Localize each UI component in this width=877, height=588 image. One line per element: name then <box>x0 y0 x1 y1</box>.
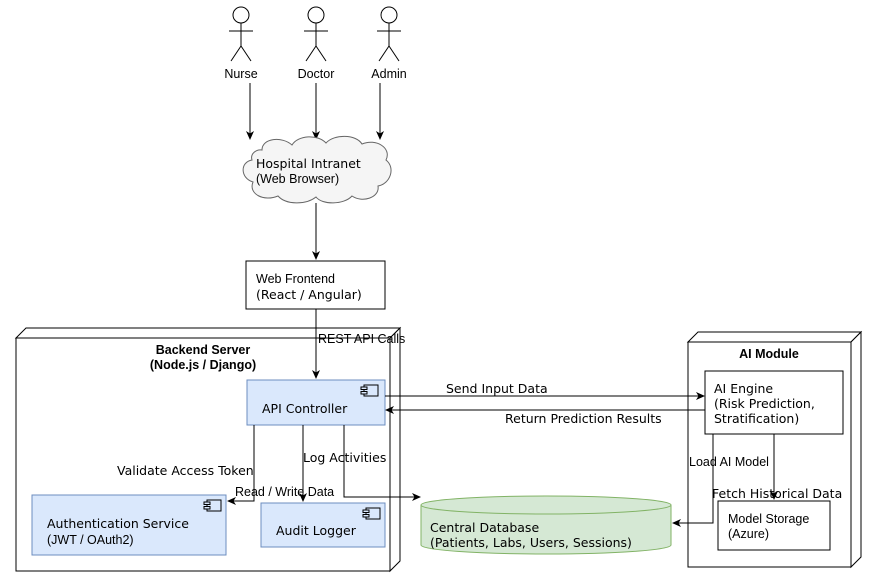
intranet-title: Hospital Intranet <box>256 156 361 171</box>
model-storage-subtitle: (Azure) <box>728 527 769 541</box>
read-write-arrow <box>343 425 421 501</box>
nurse-actor <box>229 6 253 62</box>
doctor-label: Doctor <box>298 67 335 81</box>
backend-subtitle: (Node.js / Django) <box>150 358 256 372</box>
api-controller-component-icon <box>360 384 379 397</box>
model-storage-title: Model Storage <box>728 512 809 526</box>
doctor-actor <box>304 6 328 62</box>
ai-engine-box <box>704 370 844 435</box>
send-input-label: Send Input Data <box>446 381 548 396</box>
load-model-arrow <box>672 434 714 527</box>
auth-service-title: Authentication Service <box>47 516 189 531</box>
database-subtitle: (Patients, Labs, Users, Sessions) <box>430 535 632 550</box>
database-title: Central Database <box>430 520 539 535</box>
auth-service-subtitle: (JWT / OAuth2) <box>47 533 134 547</box>
backend-title: Backend Server <box>156 343 251 357</box>
ai-engine-line3: Stratification) <box>714 411 799 426</box>
central-database-cylinder <box>420 495 672 555</box>
model-storage-box <box>717 500 831 551</box>
api-controller-label: API Controller <box>262 401 348 416</box>
log-activities-label: Log Activities <box>303 450 386 465</box>
ai-module-title: AI Module <box>739 347 799 361</box>
ai-engine-line2: (Risk Prediction, <box>714 396 815 411</box>
read-write-label: Read / Write Data <box>235 485 334 499</box>
validate-token-arrow <box>227 425 255 505</box>
return-prediction-label: Return Prediction Results <box>505 411 662 426</box>
nurse-label: Nurse <box>224 67 257 81</box>
intranet-subtitle: (Web Browser) <box>256 172 339 186</box>
audit-logger-label: Audit Logger <box>276 523 357 538</box>
admin-label: Admin <box>371 67 406 81</box>
frontend-subtitle: (React / Angular) <box>256 287 362 302</box>
validate-token-label: Validate Access Token <box>117 463 254 478</box>
frontend-title: Web Frontend <box>256 272 335 286</box>
web-frontend-box <box>245 260 386 310</box>
auth-service-component-icon <box>203 499 222 512</box>
rest-api-label: REST API Calls <box>318 332 405 346</box>
fetch-historical-label: Fetch Historical Data <box>712 486 842 501</box>
intranet-cloud <box>242 135 392 204</box>
auth-service-box <box>31 494 227 556</box>
ai-engine-title: AI Engine <box>714 381 773 396</box>
load-model-label: Load AI Model <box>689 455 769 469</box>
audit-logger-component-icon <box>362 507 381 520</box>
admin-actor <box>377 6 401 62</box>
